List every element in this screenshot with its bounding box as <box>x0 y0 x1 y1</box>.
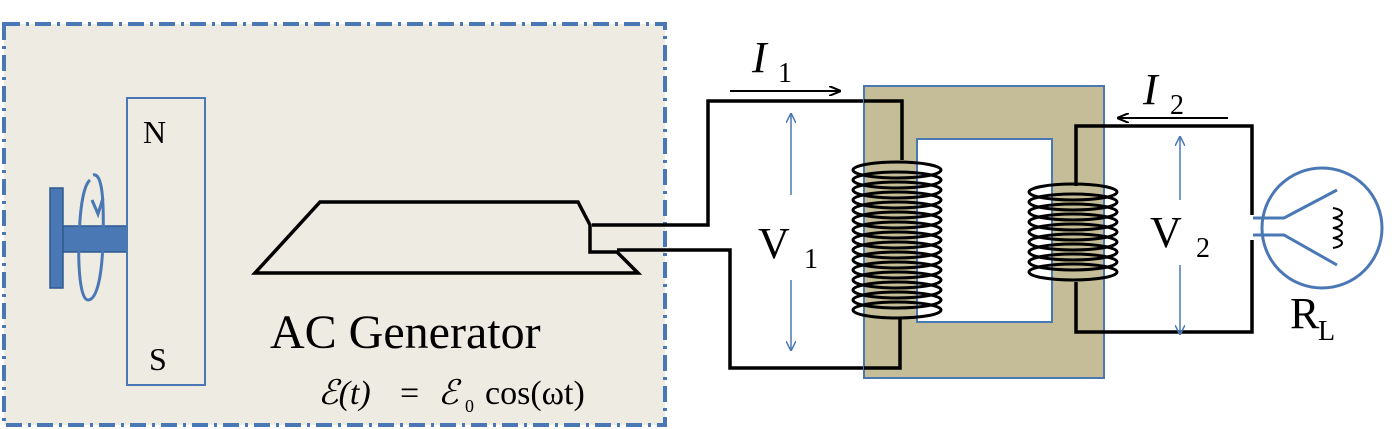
shaft-rod <box>62 225 128 253</box>
secondary-coil <box>1027 182 1119 282</box>
primary-wire-bottom <box>617 248 864 370</box>
equation-cos: cos(ωt) <box>485 375 585 412</box>
rotation-arrow-icon <box>77 173 105 302</box>
equation-emf-subscript: 0 <box>465 396 474 416</box>
secondary-current-symbol: I <box>1142 65 1160 114</box>
equation-emf-symbol: ℰ <box>438 375 462 412</box>
primary-current-subscript: 1 <box>778 58 792 89</box>
secondary-voltage-subscript: 2 <box>1196 233 1210 264</box>
magnet-north-label: N <box>143 114 166 150</box>
magnet-bar <box>126 97 206 386</box>
generator-panel <box>2 22 667 427</box>
equation-equals: = <box>400 375 419 412</box>
secondary-current-subscript: 2 <box>1170 90 1184 121</box>
primary-lead-bottom <box>864 318 902 370</box>
secondary-lead-top <box>1074 124 1254 215</box>
emf-equation: ℰ(t) = ℰ 0 cos(ωt) <box>318 375 585 416</box>
bulb-filament-leads <box>1253 188 1338 267</box>
bulb-filament <box>1332 207 1343 249</box>
secondary-voltage-symbol: V <box>1150 208 1182 257</box>
primary-wire-top <box>592 99 864 227</box>
generator-title: AC Generator <box>270 306 541 359</box>
generator-housing <box>251 200 643 275</box>
bulb-glass <box>1260 166 1384 290</box>
load-bulb-icon <box>1253 166 1384 290</box>
rotation-arrowhead-icon <box>90 197 105 219</box>
secondary-lead-bottom <box>1074 240 1254 334</box>
primary-lead-top <box>864 99 904 160</box>
load-symbol: R <box>1290 289 1320 338</box>
shaft-plate <box>49 187 64 289</box>
primary-voltage-subscript: 1 <box>804 244 818 275</box>
primary-voltage-symbol: V <box>758 219 790 268</box>
primary-current-symbol: I <box>751 33 769 82</box>
primary-coil <box>851 160 943 320</box>
equation-lhs: ℰ(t) <box>318 375 371 412</box>
magnet-south-label: S <box>149 341 167 377</box>
load-subscript: L <box>1318 316 1335 347</box>
